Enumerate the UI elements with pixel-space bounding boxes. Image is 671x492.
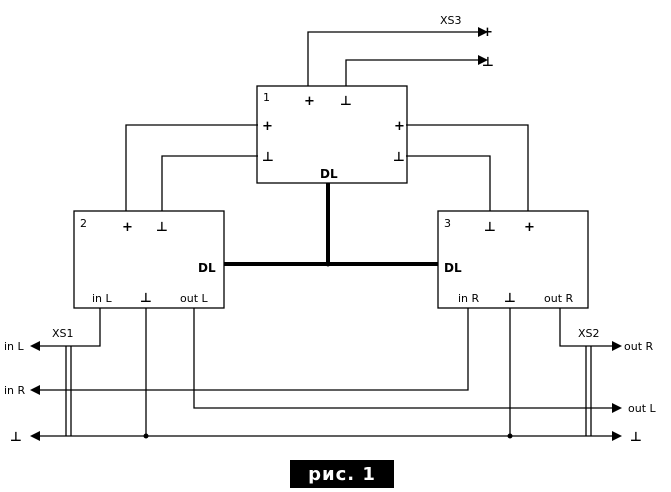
wire-xs3-plus [307,31,478,86]
arrow-gnd-right [612,431,622,441]
arrow-out-r [612,341,622,351]
block-2-out: out L [180,292,209,305]
xs3-plus-label: + [482,25,493,40]
terminal-in-l: in L [4,340,25,353]
xs3-gnd-label: ⊥ [482,55,494,70]
wire-b1-b2-gnd [161,155,258,211]
block-3-dl: DL [444,261,462,275]
wire-b1-b3-plus [406,124,529,211]
block-3-box [437,210,589,309]
junction-b2-gnd [143,433,149,439]
wire-b1-b3-gnd [406,155,491,211]
terminal-out-r: out R [624,340,654,353]
wire-in-r [40,308,469,391]
block-1-dl: DL [320,167,338,181]
block-3-in: in R [458,292,480,305]
wire-xs3-gnd [345,59,478,86]
block-1-plus-right: + [394,119,405,134]
block-1-plus-left: + [262,119,273,134]
block-1-box [256,85,408,184]
arrow-xs3-plus [478,27,488,37]
block-2-dl: DL [198,261,216,275]
block-2-in: in L [92,292,113,305]
terminal-gnd-left: ⊥ [10,430,22,445]
block-1-plus-top: + [304,94,315,109]
connector-xs3-label: XS3 [440,14,462,27]
terminal-gnd-right: ⊥ [630,430,642,445]
junction-b3-gnd [507,433,513,439]
block-2-gnd-bottom: ⊥ [140,291,152,306]
block-3-number: 3 [444,217,451,230]
wire-b1-b2-plus [125,124,258,211]
wire-out-r [559,308,612,347]
block-2-gnd: ⊥ [156,220,168,235]
block-1-gnd-left: ⊥ [262,150,274,165]
arrow-gnd-left [30,431,40,441]
block-1-number: 1 [263,91,270,104]
block-2-plus: + [122,220,133,235]
terminal-in-r: in R [4,384,26,397]
arrow-in-l [30,341,40,351]
figure-caption: рис. 1 [290,460,394,488]
arrow-out-l [612,403,622,413]
block-3-gnd: ⊥ [484,220,496,235]
arrow-in-r [30,385,40,395]
block-2-number: 2 [80,217,87,230]
terminal-out-l: out L [628,402,657,415]
block-3-plus: + [524,220,535,235]
connector-xs2-label: XS2 [578,327,600,340]
figure-caption-text: рис. 1 [308,463,376,485]
wire-in-l [40,308,101,347]
wire-out-l [193,308,612,409]
junction-dl [325,261,331,267]
block-3-gnd-bottom: ⊥ [504,291,516,306]
block-1-gnd-top: ⊥ [340,94,352,109]
block-3-out: out R [544,292,574,305]
connector-xs1-label: XS1 [52,327,74,340]
block-2-box [73,210,225,309]
arrow-xs3-gnd [478,55,488,65]
block-1-gnd-right: ⊥ [393,150,405,165]
